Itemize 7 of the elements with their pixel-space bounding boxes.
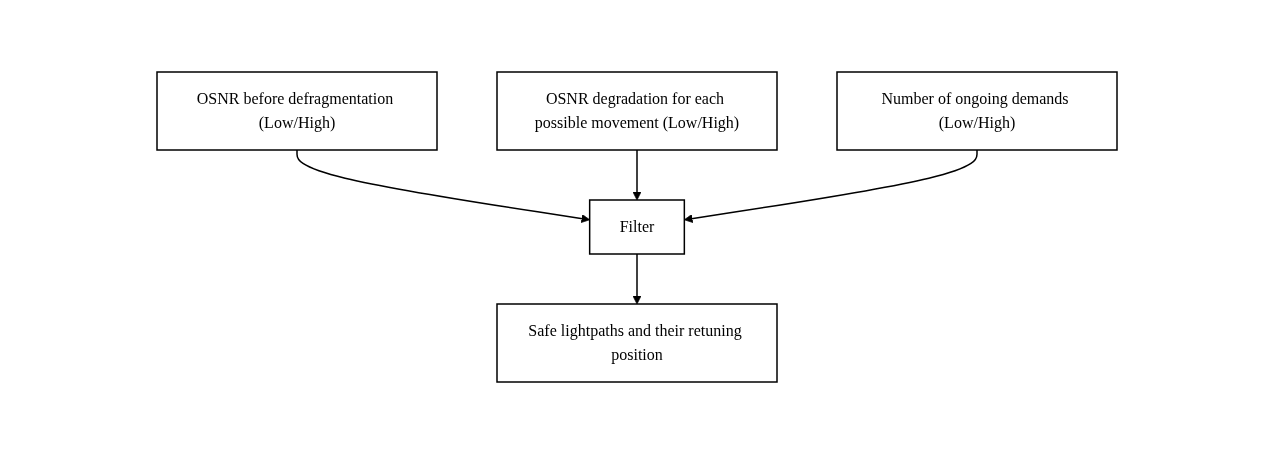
- arrow: [632, 149, 642, 201]
- node-box: Filter: [588, 199, 686, 255]
- node-box: OSNR before defragmentation (Low/High): [156, 71, 438, 151]
- arrow: [632, 253, 642, 305]
- node-box: Safe lightpaths and their retuning position: [496, 303, 778, 383]
- node-box: Number of ongoing demands (Low/High): [836, 71, 1118, 151]
- node-box: OSNR degradation for each possible movement (Low/High): [496, 71, 778, 151]
